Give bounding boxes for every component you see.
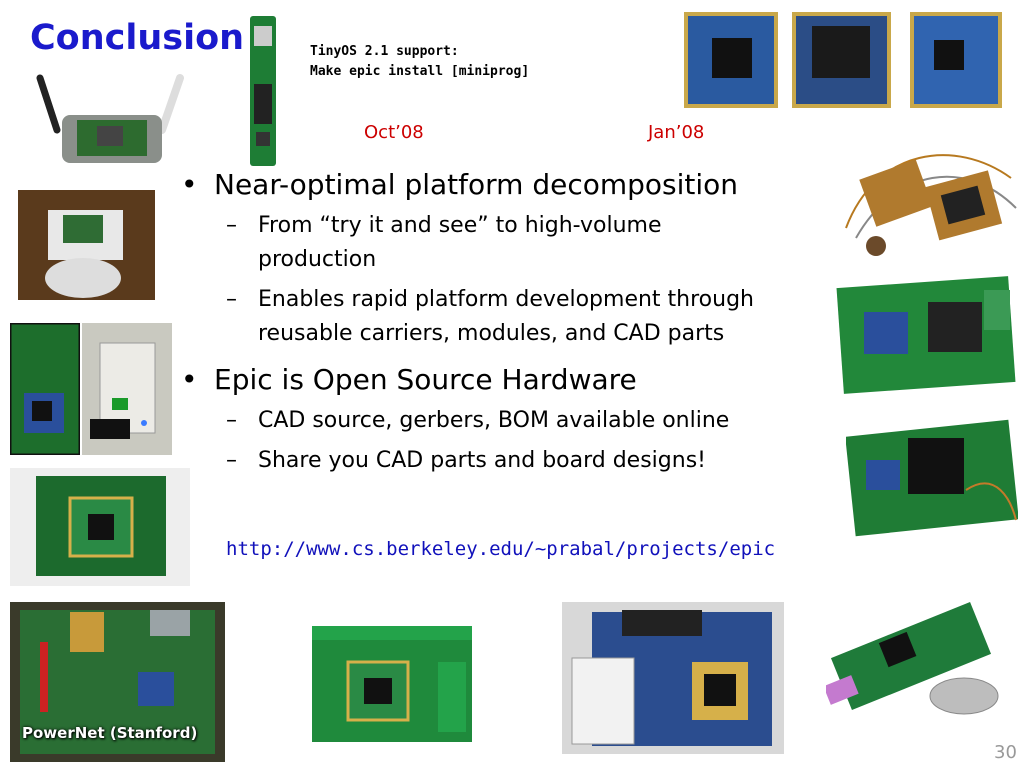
- support-line-1: TinyOS 2.1 support:: [310, 44, 459, 59]
- sub-bullet-line: reusable carriers, modules, and CAD part…: [258, 321, 725, 346]
- project-link[interactable]: http://www.cs.berkeley.edu/~prabal/proje…: [226, 538, 776, 560]
- sub-bullet-line: Share you CAD parts and board designs!: [258, 448, 706, 473]
- bullet-item: • Near-optimal platform decomposition: [181, 168, 834, 201]
- outlet-meter-photo: [82, 323, 172, 455]
- bullet-list: • Near-optimal platform decomposition – …: [181, 168, 834, 478]
- large-carrier-board-photo: [836, 276, 1016, 394]
- carrier-board-photo: [10, 323, 80, 455]
- sub-bullet-line: production: [258, 247, 377, 272]
- sub-bullet-item: – Share you CAD parts and board designs!: [226, 444, 834, 478]
- bullet-text: Epic is Open Source Hardware: [214, 363, 637, 396]
- terminal-carrier-board-photo: [312, 626, 472, 742]
- sub-bullet-line: Enables rapid platform development throu…: [258, 287, 754, 312]
- sub-bullet-item: – Enables rapid platform development thr…: [226, 283, 834, 351]
- sub-bullet-dash: –: [226, 213, 237, 238]
- bullet-dot: •: [181, 363, 198, 396]
- router-board-photo: [36, 74, 184, 163]
- epic-modules-photo: [684, 12, 1002, 108]
- coffee-maker-photo: [18, 190, 155, 300]
- usb-stick-board-photo: [250, 16, 276, 166]
- bullet-item: • Epic is Open Source Hardware: [181, 363, 834, 396]
- sub-bullet-dash: –: [226, 448, 237, 473]
- page-number: 30: [994, 742, 1017, 763]
- bullet-text: Near-optimal platform decomposition: [214, 168, 739, 201]
- sensor-carrier-board-photo: [846, 419, 1018, 537]
- sub-bullet-line: CAD source, gerbers, BOM available onlin…: [258, 408, 730, 433]
- tinyos-support-block: TinyOS 2.1 support: Make epic install [m…: [310, 42, 529, 82]
- sub-bullet-line: From “try it and see” to high-volume: [258, 213, 662, 238]
- sub-bullet-item: – CAD source, gerbers, BOM available onl…: [226, 404, 834, 438]
- support-line-2: Make epic install [miniprog]: [310, 64, 530, 79]
- powernet-caption: PowerNet (Stanford): [22, 724, 198, 742]
- sub-bullet-dash: –: [226, 287, 237, 312]
- slide-title: Conclusion: [30, 18, 245, 58]
- sub-bullet-dash: –: [226, 408, 237, 433]
- wired-boards-photo: [845, 154, 1017, 256]
- battery-module-board-photo: [562, 602, 784, 754]
- date-jan-label: Jan’08: [648, 122, 705, 143]
- green-module-carrier-photo: [10, 468, 190, 586]
- powernet-board-photo: [10, 602, 225, 762]
- usb-board-with-coin-photo: [826, 601, 999, 715]
- sub-bullet-item: – From “try it and see” to high-volume p…: [226, 209, 834, 277]
- date-oct-label: Oct’08: [364, 122, 424, 143]
- bullet-dot: •: [181, 168, 198, 201]
